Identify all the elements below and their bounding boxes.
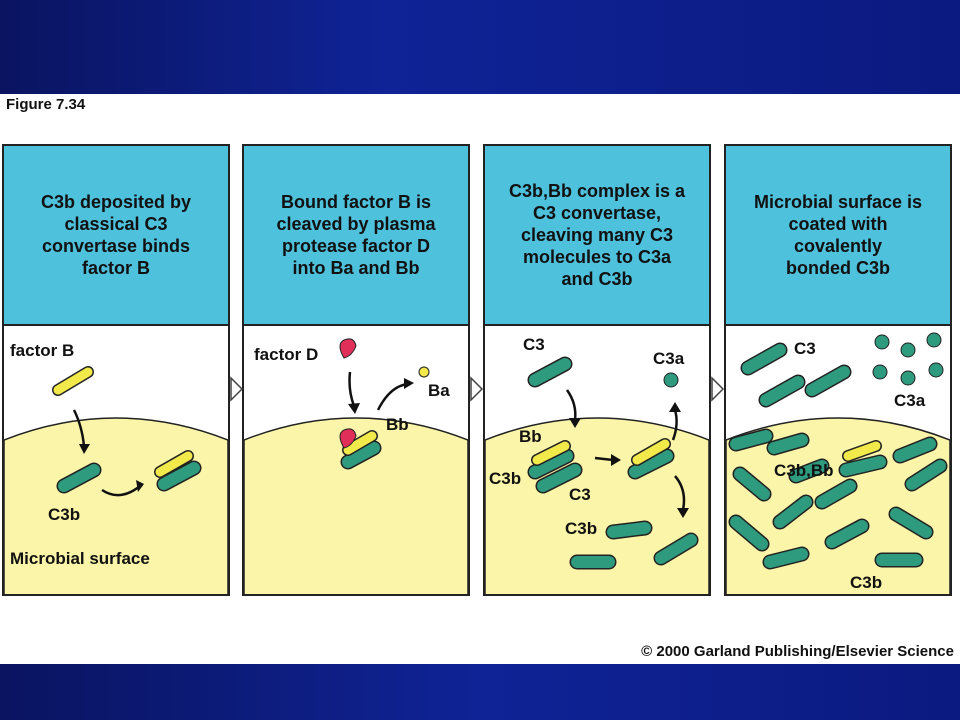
c3b-mid-label: C3b (565, 519, 597, 538)
panel-4-header: Microbial surface is coated with covalen… (726, 146, 950, 326)
ba-label: Ba (428, 381, 450, 400)
panel-2-illustration: factor D Ba Bb (244, 338, 468, 594)
panel-2-title: Bound factor B is cleaved by plasma prot… (276, 192, 436, 278)
panel-1-header: C3b deposited by classical C3 convertase… (4, 146, 228, 326)
top-band (0, 0, 960, 94)
panel-2: Bound factor B is cleaved by plasma prot… (242, 144, 470, 596)
c3a-release-arrow (671, 409, 678, 441)
convertase-acting (627, 438, 675, 480)
factor-d-label: factor D (254, 345, 318, 364)
ba-release-arrowhead (404, 378, 414, 389)
ba-fragment (418, 366, 430, 378)
microbial-surface (4, 417, 228, 594)
c3b-left-label: C3b (489, 469, 521, 488)
c3b-bb-complex (339, 428, 382, 470)
c3-mid-label: C3 (569, 485, 591, 504)
factor-b-label: factor B (10, 341, 74, 360)
figure-area: Figure 7.34 C3b deposited by classical C… (0, 94, 960, 664)
complex-arrow (101, 485, 141, 497)
c3-convertase-complex (527, 440, 583, 494)
factor-d-arrowhead (348, 403, 360, 414)
bound-c3b-molecules (728, 428, 948, 570)
binding-arrowhead (79, 444, 90, 454)
complex-shift-arrow (594, 456, 614, 462)
panel-3-title: C3b,Bb complex is a C3 convertase, cleav… (508, 181, 686, 289)
c3b-factor-b-complex (154, 450, 202, 492)
panel-1: C3b deposited by classical C3 convertase… (2, 144, 230, 596)
c3a-release-arrowhead (669, 402, 681, 412)
copyright-notice: © 2000 Garland Publishing/Elsevier Scien… (641, 643, 954, 660)
factor-d-molecule (339, 338, 357, 359)
panel-2-header: Bound factor B is cleaved by plasma prot… (244, 146, 468, 326)
c3-molecule (527, 356, 573, 388)
panel-4-illustration: C3 C3a (726, 332, 950, 594)
step-arrow-1 (230, 376, 244, 402)
step-arrow-2 (470, 376, 484, 402)
panel-3: C3b,Bb complex is a C3 convertase, cleav… (483, 144, 711, 596)
free-c3-molecules (740, 342, 852, 408)
binding-arrow (72, 409, 86, 447)
panel-4: Microbial surface is coated with covalen… (724, 144, 952, 596)
bb-label: Bb (519, 427, 542, 446)
bottom-band (0, 664, 960, 720)
complex-arrowhead (136, 480, 144, 492)
surface-label: Microbial surface (10, 549, 150, 568)
panel-3-illustration: C3 C3a Bb C3b (485, 335, 709, 594)
panel-1-title: C3b deposited by classical C3 convertase… (40, 192, 192, 278)
c3-cleave-arrow (565, 389, 577, 421)
c3a-fragments (872, 332, 944, 386)
c3-label: C3 (794, 339, 816, 358)
panel-1-illustration: factor B C3b Microbial surface (4, 341, 228, 594)
microbial-surface (244, 417, 468, 594)
panel-4-title: Microbial surface is coated with covalen… (753, 192, 923, 278)
bb-label: Bb (386, 415, 409, 434)
c3b-molecule (56, 462, 102, 494)
complex-shift-arrowhead (611, 454, 621, 466)
c3b-deposit-arrowhead (677, 508, 689, 518)
microbial-surface (726, 417, 950, 594)
c3b-bb-label: C3b,Bb (774, 461, 834, 480)
factor-d-arrow (348, 371, 356, 407)
ba-release-arrow (376, 382, 409, 411)
step-arrow-3 (711, 376, 725, 402)
c3a-fragment (663, 372, 679, 388)
c3b-deposit-arrow (674, 475, 686, 511)
panel-3-header: C3b,Bb complex is a C3 convertase, cleav… (485, 146, 709, 326)
c3a-label: C3a (653, 349, 685, 368)
c3-top-label: C3 (523, 335, 545, 354)
c3b-label: C3b (48, 505, 80, 524)
c3b-deposited (569, 520, 699, 570)
c3b-label: C3b (850, 573, 882, 592)
c3a-label: C3a (894, 391, 926, 410)
factor-b-molecule (52, 366, 94, 396)
figure-label: Figure 7.34 (6, 96, 86, 113)
c3-cleave-arrowhead (569, 418, 581, 428)
